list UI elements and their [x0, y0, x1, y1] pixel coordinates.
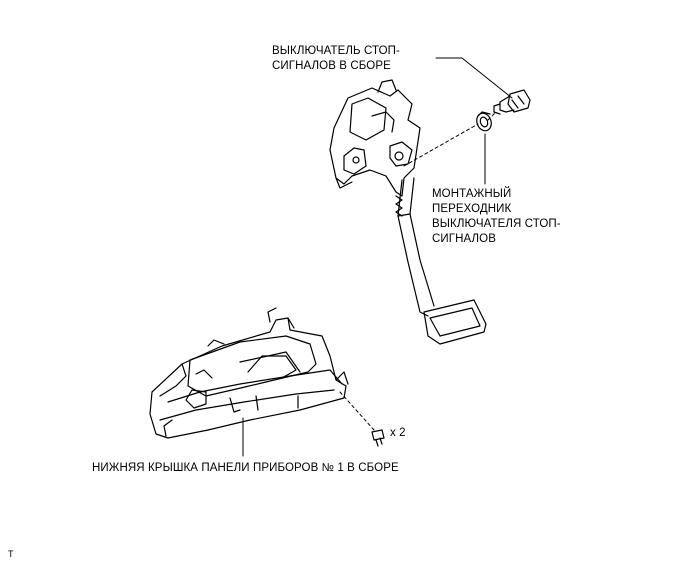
screw-quantity-label: x 2 — [390, 427, 406, 439]
stop-lamp-switch — [493, 89, 531, 115]
leader-lines — [242, 57, 513, 457]
lower-cover — [149, 307, 349, 439]
figure-code: T — [8, 549, 14, 559]
screw — [371, 429, 385, 447]
lower-cover-label: НИЖНЯЯ КРЫШКА ПАНЕЛИ ПРИБОРОВ № 1 В СБОР… — [92, 462, 399, 474]
stop-lamp-switch-label: ВЫКЛЮЧАТЕЛЬ СТОП- СИГНАЛОВ В СБОРЕ — [272, 45, 400, 72]
mounting-adapter — [476, 111, 492, 132]
mounting-adapter-label: МОНТАЖНЫЙ ПЕРЕХОДНИК ВЫКЛЮЧАТЕЛЯ СТОП- С… — [432, 188, 561, 245]
dashed-lines — [339, 111, 497, 431]
brake-pedal — [329, 79, 487, 345]
